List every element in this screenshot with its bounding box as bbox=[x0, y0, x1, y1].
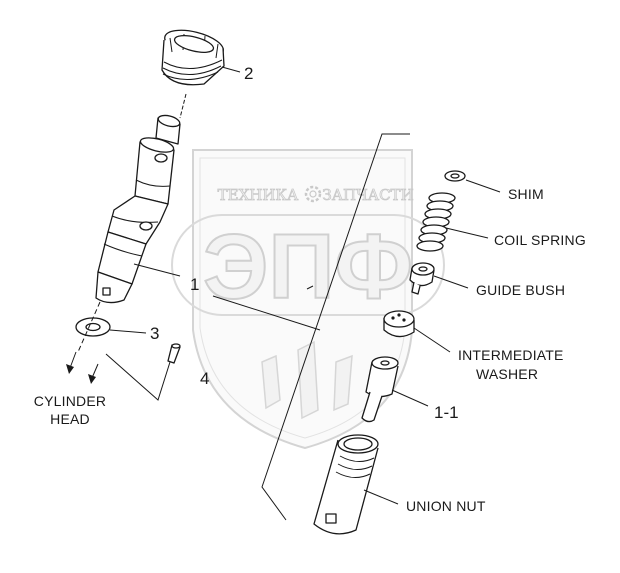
part-shim bbox=[444, 170, 466, 182]
leader-3 bbox=[109, 329, 147, 334]
label-intermediate-washer-line2: WASHER bbox=[476, 366, 538, 382]
leader-2 bbox=[221, 66, 241, 73]
part-intermediate-washer bbox=[383, 310, 415, 338]
part-guide-bush bbox=[409, 262, 435, 295]
watermark-big-text: ЭПФ bbox=[203, 216, 413, 318]
label-cylinder-head-line2: HEAD bbox=[50, 411, 90, 427]
leader-4 bbox=[105, 353, 171, 401]
gear-icon bbox=[304, 185, 322, 203]
part-2-nut bbox=[161, 29, 225, 86]
label-shim: SHIM bbox=[508, 186, 544, 202]
leader-shim bbox=[465, 179, 501, 193]
label-intermediate-washer-line1: INTERMEDIATE bbox=[458, 347, 564, 363]
leader-intermediate-washer bbox=[413, 327, 451, 353]
label-union-nut: UNION NUT bbox=[406, 498, 486, 514]
part-4-pin bbox=[167, 343, 181, 364]
label-2: 2 bbox=[244, 64, 253, 83]
leader-1-1 bbox=[391, 389, 429, 407]
part-1-injector-body bbox=[95, 114, 181, 304]
watermark-shield bbox=[192, 149, 413, 450]
leader-coil-spring bbox=[445, 227, 489, 239]
leader-1 bbox=[133, 263, 181, 277]
label-3: 3 bbox=[150, 324, 159, 343]
section-bracket bbox=[261, 133, 410, 521]
watermark: ТЕХНИКА ЗАПЧАСТИ ЭПФ bbox=[171, 149, 445, 450]
label-1: 1 bbox=[190, 275, 199, 294]
cylinder-head-arrows bbox=[66, 351, 99, 384]
watermark-left-word: ТЕХНИКА bbox=[218, 186, 299, 204]
label-1-1: 1-1 bbox=[434, 403, 459, 422]
part-3-washer bbox=[75, 317, 111, 337]
label-guide-bush: GUIDE BUSH bbox=[476, 282, 565, 298]
leader-guide-bush bbox=[433, 275, 469, 289]
watermark-right-word: ЗАПЧАСТИ bbox=[322, 186, 413, 204]
leader-1-to-exploded bbox=[212, 295, 321, 331]
label-coil-spring: COIL SPRING bbox=[494, 232, 586, 248]
part-coil-spring bbox=[416, 192, 456, 252]
leader-union-nut bbox=[363, 489, 399, 505]
part-union-nut bbox=[313, 434, 379, 535]
watermark-columns bbox=[261, 340, 353, 420]
label-4: 4 bbox=[200, 369, 209, 388]
part-1-1-nozzle bbox=[361, 356, 399, 423]
label-cylinder-head-line1: CYLINDER bbox=[34, 393, 106, 409]
